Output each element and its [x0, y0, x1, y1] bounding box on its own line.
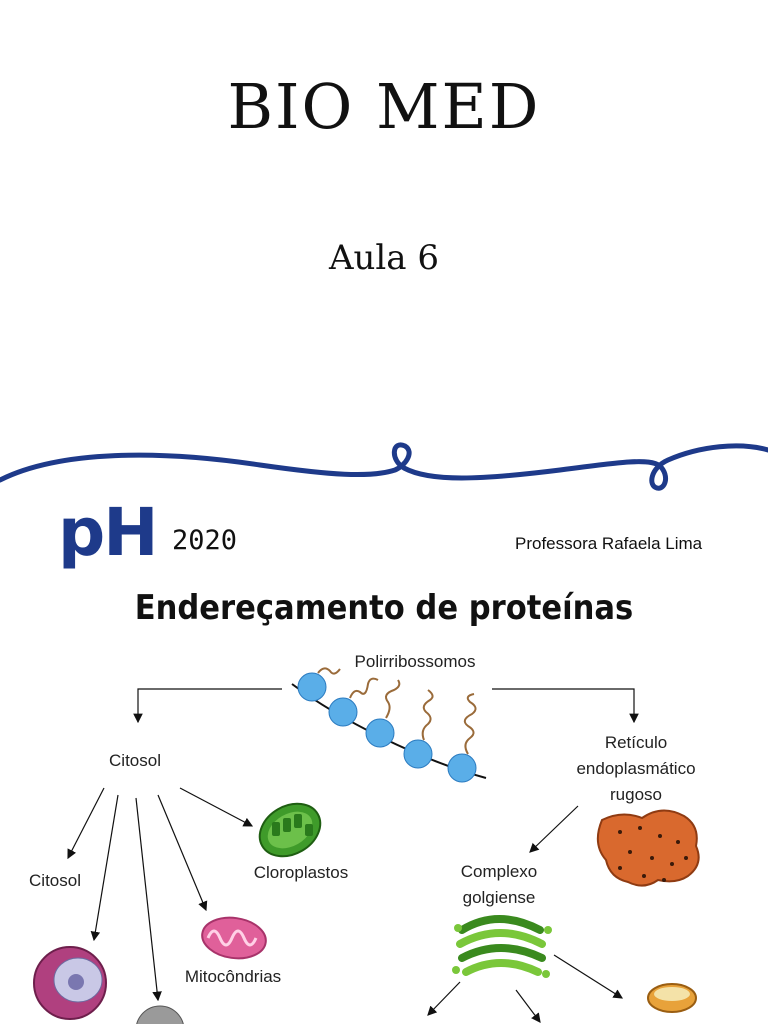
connector-lines	[67, 688, 639, 1023]
label-reticulo: Retículo endoplasmático rugoso	[555, 730, 717, 808]
peroxisome-illustration	[136, 1005, 184, 1024]
professor-name: Professora Rafaela Lima	[515, 534, 703, 553]
label-complexo-line2: golgiense	[462, 888, 536, 907]
chloroplast-illustration	[258, 802, 322, 858]
ph-logo: pH	[58, 494, 158, 571]
cover-title: BIO MED	[227, 70, 541, 143]
label-reticulo-line2: endoplasmático	[576, 759, 696, 778]
label-complexo-golgiense: Complexo golgiense	[436, 859, 562, 911]
decorative-wave	[0, 442, 768, 491]
label-citosol-leaf: Citosol	[29, 871, 81, 890]
year-label: 2020	[172, 525, 238, 556]
label-cloroplastos: Cloroplastos	[253, 863, 349, 882]
golgi-illustration	[452, 915, 552, 978]
cover-subtitle: Aula 6	[328, 238, 440, 278]
label-citosol-main: Citosol	[109, 751, 161, 770]
mitochondrion-illustration	[201, 916, 267, 960]
rough-er-illustration	[596, 809, 700, 887]
polyribosome-illustration	[291, 667, 487, 783]
label-complexo-line1: Complexo	[460, 862, 538, 881]
nucleus-cell-illustration	[33, 946, 107, 1020]
slide-heading: Endereçamento de proteínas	[134, 588, 634, 628]
label-polirribossomos: Polirribossomos	[354, 652, 476, 671]
label-reticulo-line1: Retículo	[604, 733, 668, 752]
label-mitocondrias: Mitocôndrias	[184, 967, 282, 986]
protein-targeting-diagram	[33, 667, 700, 1024]
vesicle-illustration	[647, 983, 697, 1013]
label-reticulo-line3: rugoso	[610, 785, 662, 804]
